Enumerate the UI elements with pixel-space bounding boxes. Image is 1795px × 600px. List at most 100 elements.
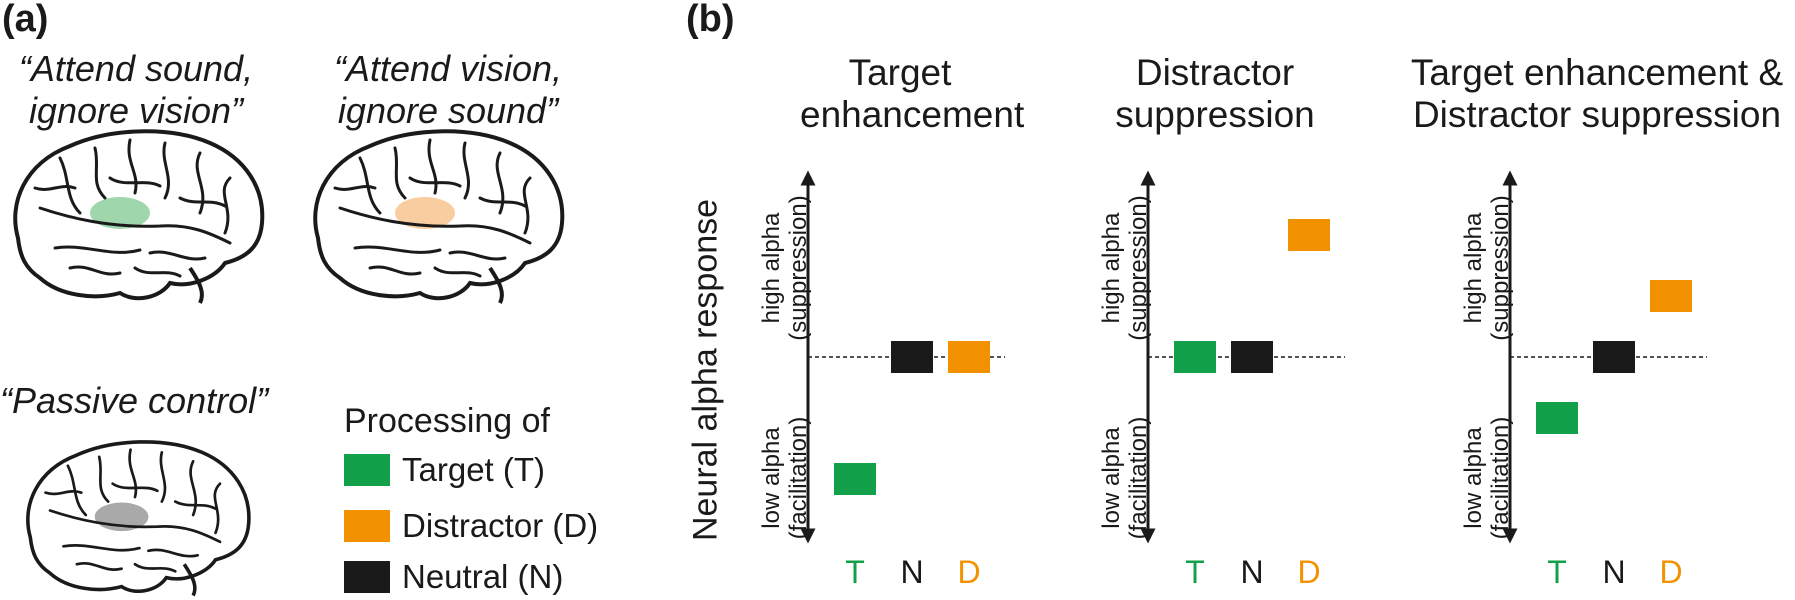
plot-title-line1: Distractor [1135, 52, 1295, 93]
brain-sulcus [133, 562, 177, 573]
axis-low-line1: low alpha [1098, 427, 1125, 529]
brain-stem [182, 563, 197, 597]
brain-sulcus [97, 455, 110, 503]
brain-sulcus [148, 250, 207, 261]
legend-swatch-target [344, 454, 390, 486]
brain-sulcus [222, 176, 232, 235]
auditory-cortex-highlight [90, 197, 150, 229]
data-box-D [1288, 219, 1330, 251]
condition-line1: “Attend sound, [18, 48, 254, 89]
brain-sulcus [62, 544, 141, 552]
data-box-T [834, 463, 876, 495]
brain-attend-vision [313, 129, 565, 304]
brain-sulcus [33, 185, 77, 191]
brain-sulcus [462, 141, 470, 200]
panel-b-label: (b) [686, 0, 735, 40]
plot-title-line1: Target enhancement & [1410, 52, 1784, 93]
condition-line1: “Attend vision, [333, 48, 563, 89]
axis-high-line1: high alpha [1460, 212, 1487, 324]
axis-low-line1: low alpha [758, 427, 785, 529]
brain-sulcus [368, 265, 422, 276]
condition-quote-attend-vision: “Attend vision, ignore sound” [318, 48, 578, 132]
data-box-N [1593, 341, 1635, 373]
x-tick-label-N: N [1240, 554, 1263, 590]
panel-a-label: (a) [2, 0, 49, 40]
brain-sulcus [178, 196, 227, 208]
brain-sulcus [147, 548, 199, 558]
plot-title-line2: suppression [1115, 94, 1315, 135]
legend-item-distractor: Distractor (D) [344, 507, 598, 545]
brain-sulcus [53, 245, 142, 254]
condition-line2: ignore vision” [28, 90, 244, 131]
x-tick-label-T: T [1547, 554, 1567, 590]
brain-passive-control [26, 440, 251, 597]
condition-line1: “Passive control” [0, 380, 269, 421]
data-box-D [948, 341, 990, 373]
data-box-D [1650, 280, 1692, 312]
brain-sulcus [128, 448, 138, 499]
brain-sulcus [162, 141, 170, 200]
plot-title-distractor-suppression: Distractor suppression [1115, 52, 1315, 136]
data-box-N [891, 341, 933, 373]
condition-line2: ignore sound” [337, 90, 559, 131]
plot-title-target-enhancement: Target enhancement [800, 52, 1025, 136]
plot-title-line1: Target [848, 52, 952, 93]
brain-sulcus [111, 482, 159, 493]
condition-quote-attend-sound: “Attend sound, ignore vision” [6, 48, 266, 132]
legend-swatch-distractor [344, 510, 390, 542]
brain-sulcus [427, 138, 438, 195]
legend-label-target: Target (T) [402, 451, 546, 488]
brain-stem [188, 266, 204, 304]
brain-attend-sound [13, 129, 265, 304]
legend-item-neutral: Neutral (N) [344, 558, 563, 596]
data-box-T [1536, 402, 1578, 434]
brain-sulcus [338, 206, 532, 245]
brain-sulcus [495, 151, 505, 215]
plot-title-line2: enhancement [800, 94, 1025, 135]
brain-sulcus [38, 206, 232, 245]
brain-sulcus [189, 459, 198, 517]
brain-sulcus [448, 250, 507, 261]
brain-sulcus [408, 176, 462, 188]
brain-sulcus [353, 245, 442, 254]
brain-sulcus [93, 146, 107, 200]
legend-label-neutral: Neutral (N) [402, 558, 564, 595]
brain-sulcus [68, 265, 122, 276]
x-tick-label-D: D [1659, 554, 1682, 590]
x-tick-label-N: N [900, 554, 923, 590]
x-tick-label-T: T [845, 554, 865, 590]
brain-sulcus [433, 266, 482, 278]
x-tick-label-T: T [1185, 554, 1205, 590]
brain-sulcus [127, 138, 138, 195]
brain-sulcus [48, 509, 222, 544]
legend-title: Processing of [344, 402, 550, 440]
condition-quote-passive: “Passive control” [0, 380, 290, 422]
axis-high-line1: high alpha [758, 212, 785, 324]
y-axis-label: Neural alpha response [686, 198, 725, 542]
brain-sulcus [195, 151, 205, 215]
plot-title-line2: Distractor suppression [1412, 94, 1782, 135]
brain-sulcus [44, 490, 83, 496]
auditory-cortex-highlight [395, 197, 455, 229]
brain-sulcus [213, 482, 222, 535]
brain-sulcus [478, 196, 527, 208]
brain-sulcus [133, 266, 182, 278]
brain-sulcus [393, 146, 407, 200]
brain-sulcus [75, 561, 123, 571]
data-box-T [1174, 341, 1216, 373]
brain-sulcus [522, 176, 532, 235]
axis-high-line1: high alpha [1098, 212, 1125, 324]
brain-sulcus [173, 500, 217, 511]
data-box-N [1231, 341, 1273, 373]
axis-low-line1: low alpha [1460, 427, 1487, 529]
x-tick-label-N: N [1602, 554, 1625, 590]
brain-stem [488, 266, 504, 304]
legend-item-target: Target (T) [344, 451, 545, 489]
legend-label-distractor: Distractor (D) [402, 507, 599, 544]
plot-title-combined: Target enhancement & Distractor suppress… [1400, 52, 1794, 136]
x-tick-label-D: D [957, 554, 980, 590]
legend-swatch-neutral [344, 561, 390, 593]
